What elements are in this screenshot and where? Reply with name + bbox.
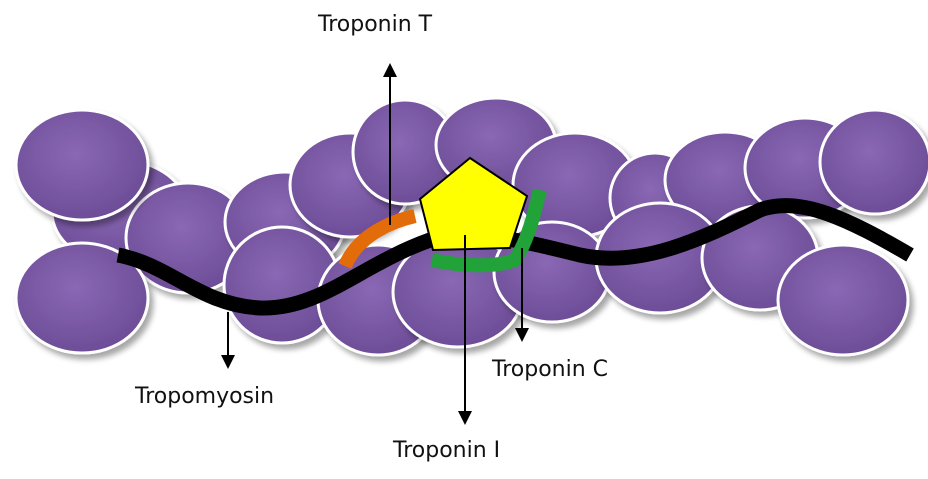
actin-monomer <box>820 110 928 214</box>
troponin-i-label: Troponin I <box>393 438 500 463</box>
troponin-c-label: Troponin C <box>492 357 608 382</box>
troponin-t-label: Troponin T <box>318 12 432 37</box>
tropomyosin-label: Tropomyosin <box>135 384 274 409</box>
actin-monomer <box>16 110 148 220</box>
actin-monomer <box>778 245 908 355</box>
